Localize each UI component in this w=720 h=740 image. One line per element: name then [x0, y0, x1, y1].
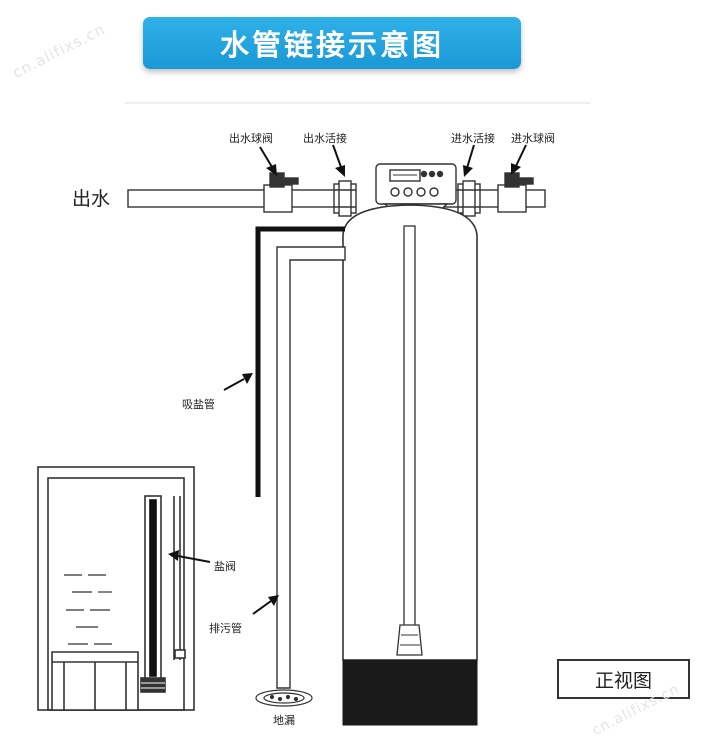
label-inlet-ball-valve: 进水球阀	[511, 132, 555, 145]
label-brine-valve: 盐阀	[214, 560, 236, 573]
front-view-label: 正视图	[594, 669, 652, 692]
front-view-box: 正视图	[557, 659, 690, 699]
drain-pipe	[276, 246, 346, 689]
outlet-ball-valve	[263, 172, 299, 213]
brine-tank	[37, 466, 195, 711]
label-outlet-ball-valve: 出水球阀	[229, 132, 273, 145]
label-floor-drain: 地漏	[273, 714, 295, 727]
label-inlet-union: 进水活接	[451, 132, 495, 145]
page-title: 水管链接示意图	[219, 28, 444, 62]
title-banner: 水管链接示意图	[143, 17, 521, 69]
label-arrows	[168, 144, 527, 615]
outlet-union	[333, 180, 357, 217]
floor-drain	[255, 689, 313, 707]
label-brine-suction-pipe: 吸盐管	[182, 398, 215, 411]
label-outlet-union: 出水活接	[303, 132, 347, 145]
softener-tank	[342, 204, 478, 726]
label-outlet: 出水	[72, 188, 111, 210]
inlet-union	[457, 180, 481, 217]
label-drain-pipe: 排污管	[209, 622, 242, 635]
brine-suction-pipe	[255, 226, 345, 497]
outlet-pipe	[127, 189, 353, 208]
